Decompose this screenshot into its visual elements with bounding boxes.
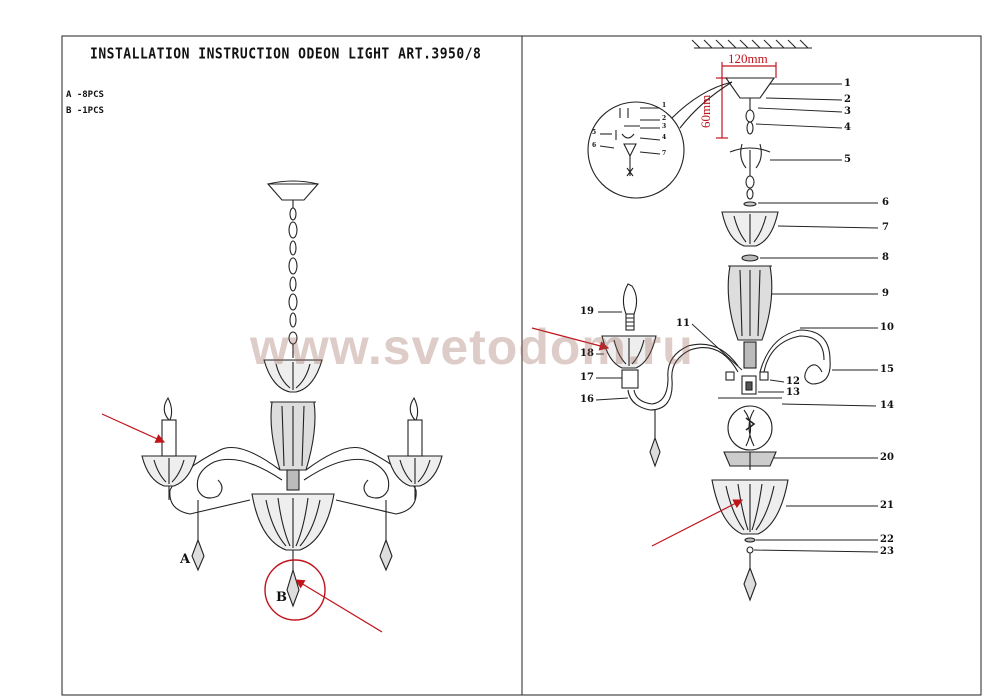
part-number-20: 20: [880, 452, 894, 463]
part-number-22: 22: [880, 534, 894, 545]
inset-detail: [587, 81, 733, 199]
assembled-chandelier: [141, 180, 443, 621]
dimension-width: 120mm: [728, 51, 768, 66]
callout-b: B: [276, 590, 287, 605]
parts-count-b: B -1PCS: [66, 106, 104, 116]
part-number-6: 6: [882, 197, 889, 208]
inset-number-7: 7: [662, 150, 667, 157]
part-number-2: 2: [844, 94, 851, 105]
arrow-to-bowl-21: [651, 499, 744, 547]
part-number-11: 11: [676, 318, 690, 329]
inset-number-4: 4: [662, 134, 667, 141]
inset-number-3: 3: [662, 123, 667, 130]
part-number-9: 9: [882, 288, 889, 299]
ceiling-hatch: [691, 39, 812, 49]
part-number-16: 16: [580, 394, 594, 405]
part-number-21: 21: [880, 500, 894, 511]
part-number-18: 18: [580, 348, 594, 359]
part-number-12: 12: [786, 376, 800, 387]
callout-a: A: [180, 552, 191, 567]
inset-number-1: 1: [662, 102, 667, 109]
part-number-1: 1: [844, 78, 851, 89]
part-number-4: 4: [844, 122, 851, 133]
part-number-17: 17: [580, 372, 594, 383]
part-number-14: 14: [880, 400, 894, 411]
part-number-8: 8: [882, 252, 889, 263]
part-number-13: 13: [786, 387, 800, 398]
watermark-text: www.svetodom.ru: [250, 319, 694, 375]
inset-number-2: 2: [662, 115, 667, 122]
part-number-19: 19: [580, 306, 594, 317]
part-number-23: 23: [880, 546, 894, 557]
arrow-to-bulb: [101, 413, 166, 443]
part-number-3: 3: [844, 106, 851, 117]
part-number-5: 5: [844, 154, 851, 165]
dimension-lines: [716, 62, 777, 139]
inset-number-5: 5: [592, 129, 597, 136]
dimension-height: 60mm: [698, 94, 713, 128]
highlight-circle: [264, 559, 326, 621]
page-title: INSTALLATION INSTRUCTION ODEON LIGHT ART…: [90, 46, 482, 64]
right-panel-frame: [521, 35, 982, 696]
chain: [288, 207, 298, 345]
exploded-parts: [587, 77, 879, 602]
part-number-10: 10: [880, 322, 894, 333]
part-number-15: 15: [880, 364, 894, 375]
arrow-to-cup-18: [531, 327, 610, 351]
part-number-7: 7: [882, 222, 889, 233]
parts-count-a: A -8PCS: [66, 90, 104, 100]
inset-number-6: 6: [592, 142, 597, 149]
leader-lines: [595, 83, 879, 553]
arrow-to-crystal-b: [294, 579, 383, 633]
